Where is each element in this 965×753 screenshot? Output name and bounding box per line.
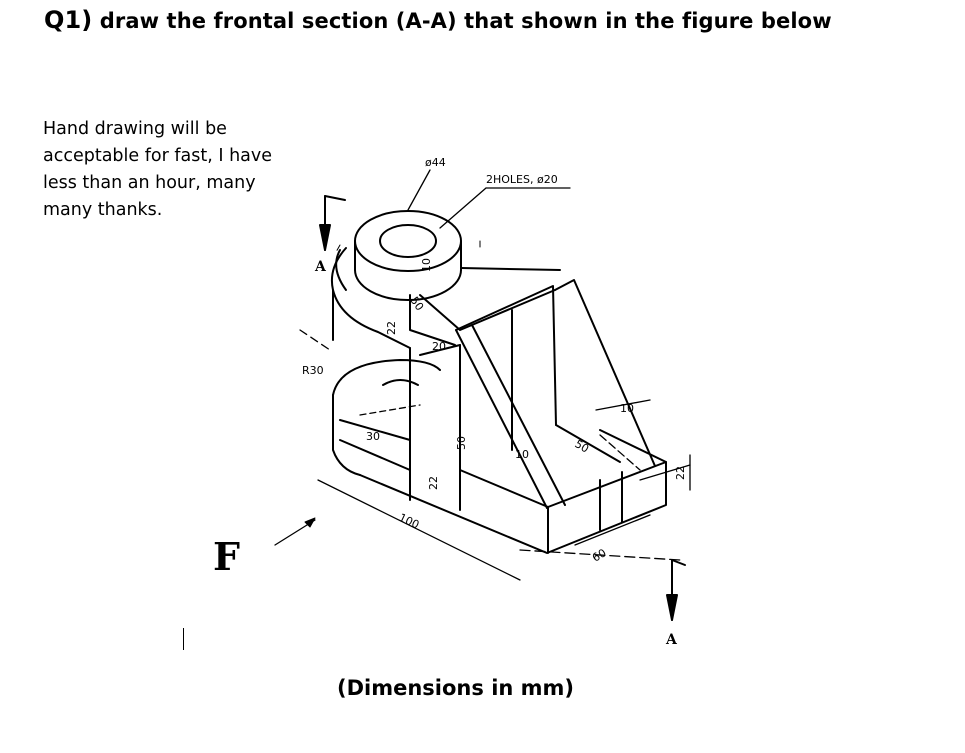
text-cursor (183, 628, 184, 650)
dim-r30: R30 (302, 364, 324, 377)
web-and-slab (409, 279, 656, 511)
note-line-1: Hand drawing will be (43, 119, 227, 139)
dim-22-bottom: 22 (427, 476, 440, 490)
base-block (359, 424, 667, 554)
note-line-3: less than an hour, many (43, 173, 256, 193)
dim-50-web: 50 (455, 436, 468, 450)
dim-diameter-44: ø44 (425, 156, 446, 169)
dim-10-lower: 10 (515, 448, 529, 461)
dimensions-caption: (Dimensions in mm) (337, 676, 575, 700)
section-label-a-top: A (314, 259, 327, 275)
note-line-2: acceptable for fast, I have (43, 146, 273, 166)
dim-30: 30 (366, 430, 380, 443)
dimension-lines (274, 169, 691, 581)
request-note: Hand drawing will be acceptable for fast… (43, 116, 293, 224)
dim-10-top: 10 (420, 258, 433, 272)
question-number: Q1) (44, 6, 93, 34)
upper-arm (330, 247, 561, 349)
section-arrow-top (319, 195, 346, 251)
section-label-a-bottom: A (665, 632, 678, 648)
dim-22-left: 22 (385, 321, 398, 335)
section-arrow-bottom (666, 559, 686, 621)
top-boss (335, 210, 481, 301)
dim-100: 100 (397, 511, 422, 532)
dim-50-base: 50 (573, 437, 592, 455)
dim-holes: 2HOLES, ø20 (486, 173, 558, 186)
dim-20: 20 (432, 340, 446, 353)
dim-10-right: 10 (620, 402, 634, 415)
dim-60: 60 (590, 546, 609, 564)
note-line-4: many thanks. (43, 200, 163, 220)
view-label-f: F (213, 534, 240, 579)
question-heading: Q1) draw the frontal section (A-A) that … (44, 6, 944, 34)
question-text: draw the frontal section (A-A) that show… (92, 9, 832, 33)
lower-boss (332, 359, 441, 476)
view-arrow-icon (304, 517, 316, 528)
dim-22-right: 22 (674, 466, 687, 480)
